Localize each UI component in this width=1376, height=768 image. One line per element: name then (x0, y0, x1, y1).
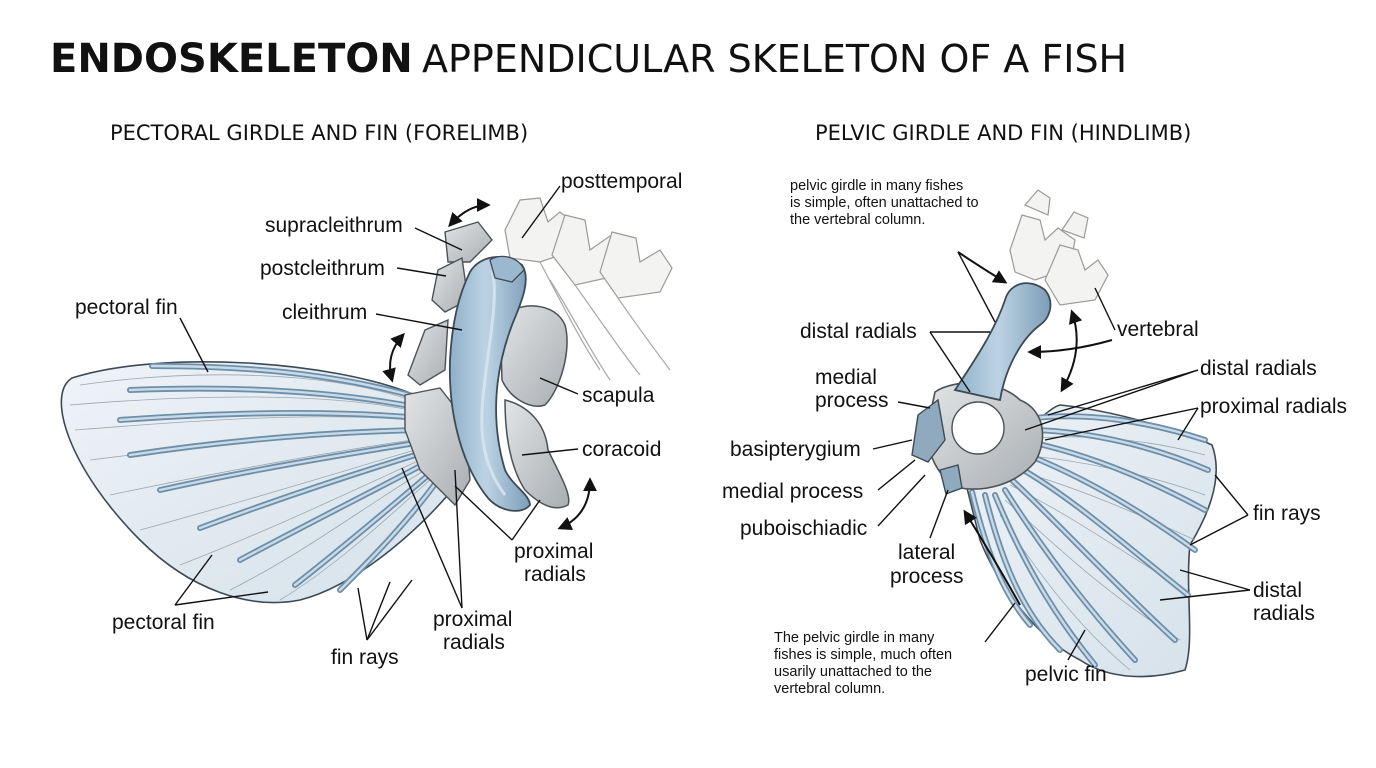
supracleithrum-bone (444, 221, 493, 263)
pelvic-note-bottom-line3: usarily unattached to the (774, 664, 932, 680)
label-lateral-process-line1: lateral (898, 541, 955, 564)
label-proximal-radials-bottom-line1: proximal (433, 608, 512, 631)
pelvic-girdle-foramen (951, 401, 1005, 455)
pelvic-illustration (911, 189, 1217, 678)
pelvic-fin-rays (969, 413, 1211, 668)
pectoral-rotation-arrow-left (382, 332, 405, 383)
pelvic-note-top-line1: pelvic girdle in many fishes (790, 178, 963, 194)
pelvic-note-top-line3: the vertebral column. (790, 212, 925, 228)
postcleithrum-lower-bone (407, 318, 449, 386)
pelvic-arrow-top (957, 251, 1008, 284)
posttemporal-bone (489, 255, 525, 283)
label-pectoral-fin-bottom: pectoral fin (112, 611, 215, 634)
label-distal-radials-bottom-line2: radials (1253, 602, 1315, 625)
label-fin-rays-pectoral: fin rays (331, 646, 399, 669)
pectoral-leader-lines (174, 185, 579, 641)
pectoral-fin-membrane (60, 361, 461, 604)
label-posttemporal: posttemporal (561, 170, 682, 193)
title-subtitle: APPENDICULAR SKELETON OF A FISH (422, 37, 1127, 81)
pelvic-heading: PELVIC GIRDLE AND FIN (HINDLIMB) (815, 121, 1191, 145)
pelvic-rotation-arrow-vertical (1060, 309, 1083, 393)
label-postcleithrum: postcleithrum (260, 257, 385, 280)
medial-process-bone (911, 398, 946, 463)
pectoral-illustration (60, 197, 673, 604)
label-proximal-radials-pelvic: proximal radials (1200, 395, 1347, 418)
pelvic-note-top: pelvic girdle in many fishes is simple, … (790, 178, 979, 228)
label-scapula: scapula (582, 384, 655, 407)
label-vertebral: vertebral (1117, 318, 1199, 341)
label-supracleithrum: supracleithrum (265, 214, 403, 237)
pelvic-note-bottom-line2: fishes is simple, much often (774, 647, 952, 663)
label-distal-radials-left: distal radials (800, 320, 917, 343)
pelvic-note-bottom: The pelvic girdle in many fishes is simp… (774, 630, 952, 697)
cleithrum-bone (448, 256, 531, 512)
label-cleithrum: cleithrum (282, 301, 367, 324)
pelvic-note-bottom-line4: vertebral column. (774, 681, 885, 697)
label-basipterygium: basipterygium (730, 438, 861, 461)
pelvic-arrow-bottom (963, 509, 1021, 606)
label-proximal-radials-right-line1: proximal (514, 540, 593, 563)
pectoral-rotation-arrow-bottom (557, 477, 597, 530)
pectoral-rotation-arrow-top (448, 198, 491, 228)
label-proximal-radials-right-line2: radials (524, 563, 586, 586)
pelvic-girdle-bone (953, 282, 1052, 402)
label-distal-radials-bottom-line1: distal (1253, 579, 1302, 602)
title-main: ENDOSKELETON (50, 36, 413, 82)
label-coracoid: coracoid (582, 438, 661, 461)
label-puboischiadic: puboischiadic (740, 517, 867, 540)
pelvic-leader-lines (872, 251, 1251, 661)
pelvic-vertebral-column (1009, 189, 1109, 306)
label-proximal-radials-bottom-line2: radials (443, 631, 505, 654)
label-medial-process-lower: medial process (722, 480, 863, 503)
label-pelvic-fin: pelvic fin (1025, 663, 1107, 686)
pelvic-note-top-line2: is simple, often unattached to (790, 195, 979, 211)
label-fin-rays-pelvic: fin rays (1253, 502, 1321, 525)
label-medial-process-line1: medial (815, 366, 877, 389)
pelvic-rotation-arrow-horizontal (1027, 339, 1113, 359)
label-medial-process-line2: process (815, 389, 889, 412)
pelvic-note-bottom-line1: The pelvic girdle in many (774, 630, 935, 646)
label-lateral-process-line2: process (890, 565, 964, 588)
pectoral-heading: PECTORAL GIRDLE AND FIN (FORELIMB) (110, 121, 528, 145)
pectoral-fin-rays (117, 363, 441, 593)
label-distal-radials-right: distal radials (1200, 357, 1317, 380)
label-pectoral-fin-top: pectoral fin (75, 296, 178, 319)
scapula-bone (499, 305, 568, 407)
pectoral-vertebral-column (504, 197, 673, 381)
lateral-process-bone (939, 464, 963, 495)
